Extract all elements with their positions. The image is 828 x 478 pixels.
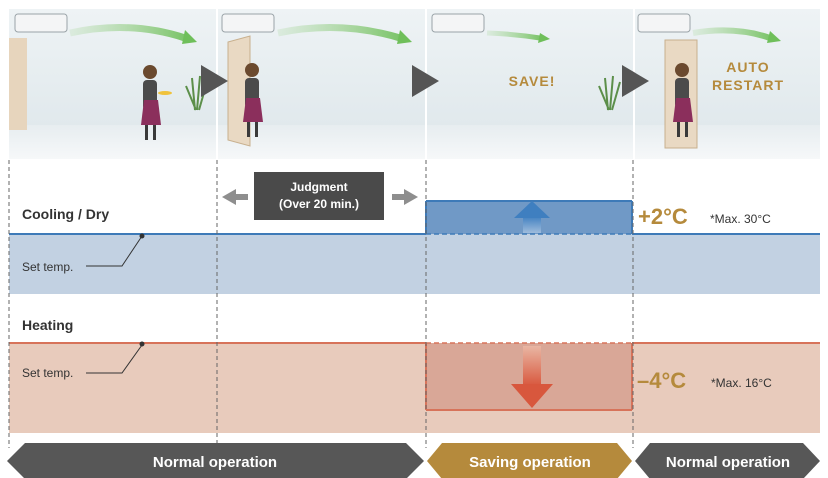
- airflow-icon: [692, 27, 771, 41]
- woman-icon: [673, 63, 693, 137]
- cooling-band: [9, 234, 820, 294]
- saving-operation-bar: [427, 443, 632, 478]
- airflow-icon: [69, 24, 187, 42]
- save-label: SAVE!: [509, 73, 556, 89]
- scene-panel-4: AUTO RESTART: [635, 9, 820, 159]
- air-conditioner-icon: [637, 13, 691, 33]
- play-arrow-icon: [201, 65, 228, 97]
- heating-set-temp-label: Set temp.: [22, 366, 73, 380]
- judgment-indicator: Judgment (Over 20 min.): [222, 172, 418, 220]
- woman-icon: [141, 65, 172, 140]
- cooling-delta: +2°C: [638, 204, 688, 229]
- air-conditioner-icon: [14, 13, 68, 33]
- saving-operation-label: Saving operation: [469, 454, 591, 471]
- scene-panel-2: [218, 9, 425, 159]
- door-icon: [9, 38, 27, 130]
- phase-separators: [8, 160, 634, 448]
- right-arrow-icon: [392, 189, 418, 205]
- transition-arrows: [201, 65, 649, 97]
- airflow-icon: [277, 24, 402, 42]
- cooling-max-note: *Max. 30°C: [710, 212, 771, 226]
- judgment-box: [254, 172, 384, 220]
- scene-panel-3: SAVE!: [427, 9, 633, 159]
- plant-icon: [598, 75, 621, 111]
- normal-operation-bar-1: [7, 443, 424, 478]
- up-arrow-icon: [514, 201, 550, 233]
- normal-operation-label-2: Normal operation: [666, 454, 790, 471]
- play-arrow-icon: [412, 65, 439, 97]
- play-arrow-icon: [622, 65, 649, 97]
- scene-panel-1: [9, 9, 216, 159]
- auto-label: AUTO: [726, 59, 769, 75]
- left-arrow-icon: [222, 189, 248, 205]
- airflow-icon: [486, 30, 541, 41]
- cooling-label: Cooling / Dry: [22, 206, 109, 222]
- heating-band: [9, 343, 820, 433]
- door-icon: [664, 39, 698, 149]
- plant-icon: [185, 75, 208, 111]
- restart-label: RESTART: [712, 77, 784, 93]
- woman-icon: [243, 63, 263, 137]
- judgment-title: Judgment: [290, 180, 347, 194]
- cooling-callout-line: [86, 235, 143, 267]
- down-arrow-icon: [511, 346, 553, 408]
- air-conditioner-icon: [221, 13, 275, 33]
- judgment-duration: (Over 20 min.): [279, 197, 359, 211]
- normal-operation-label-1: Normal operation: [153, 454, 277, 471]
- heating-callout-line: [86, 344, 143, 374]
- heating-label: Heating: [22, 317, 73, 333]
- normal-operation-bar-2: [635, 443, 820, 478]
- air-conditioner-icon: [431, 13, 485, 33]
- heating-delta: –4°C: [637, 368, 686, 393]
- heating-max-note: *Max. 16°C: [711, 376, 772, 390]
- cooling-set-temp-label: Set temp.: [22, 260, 73, 274]
